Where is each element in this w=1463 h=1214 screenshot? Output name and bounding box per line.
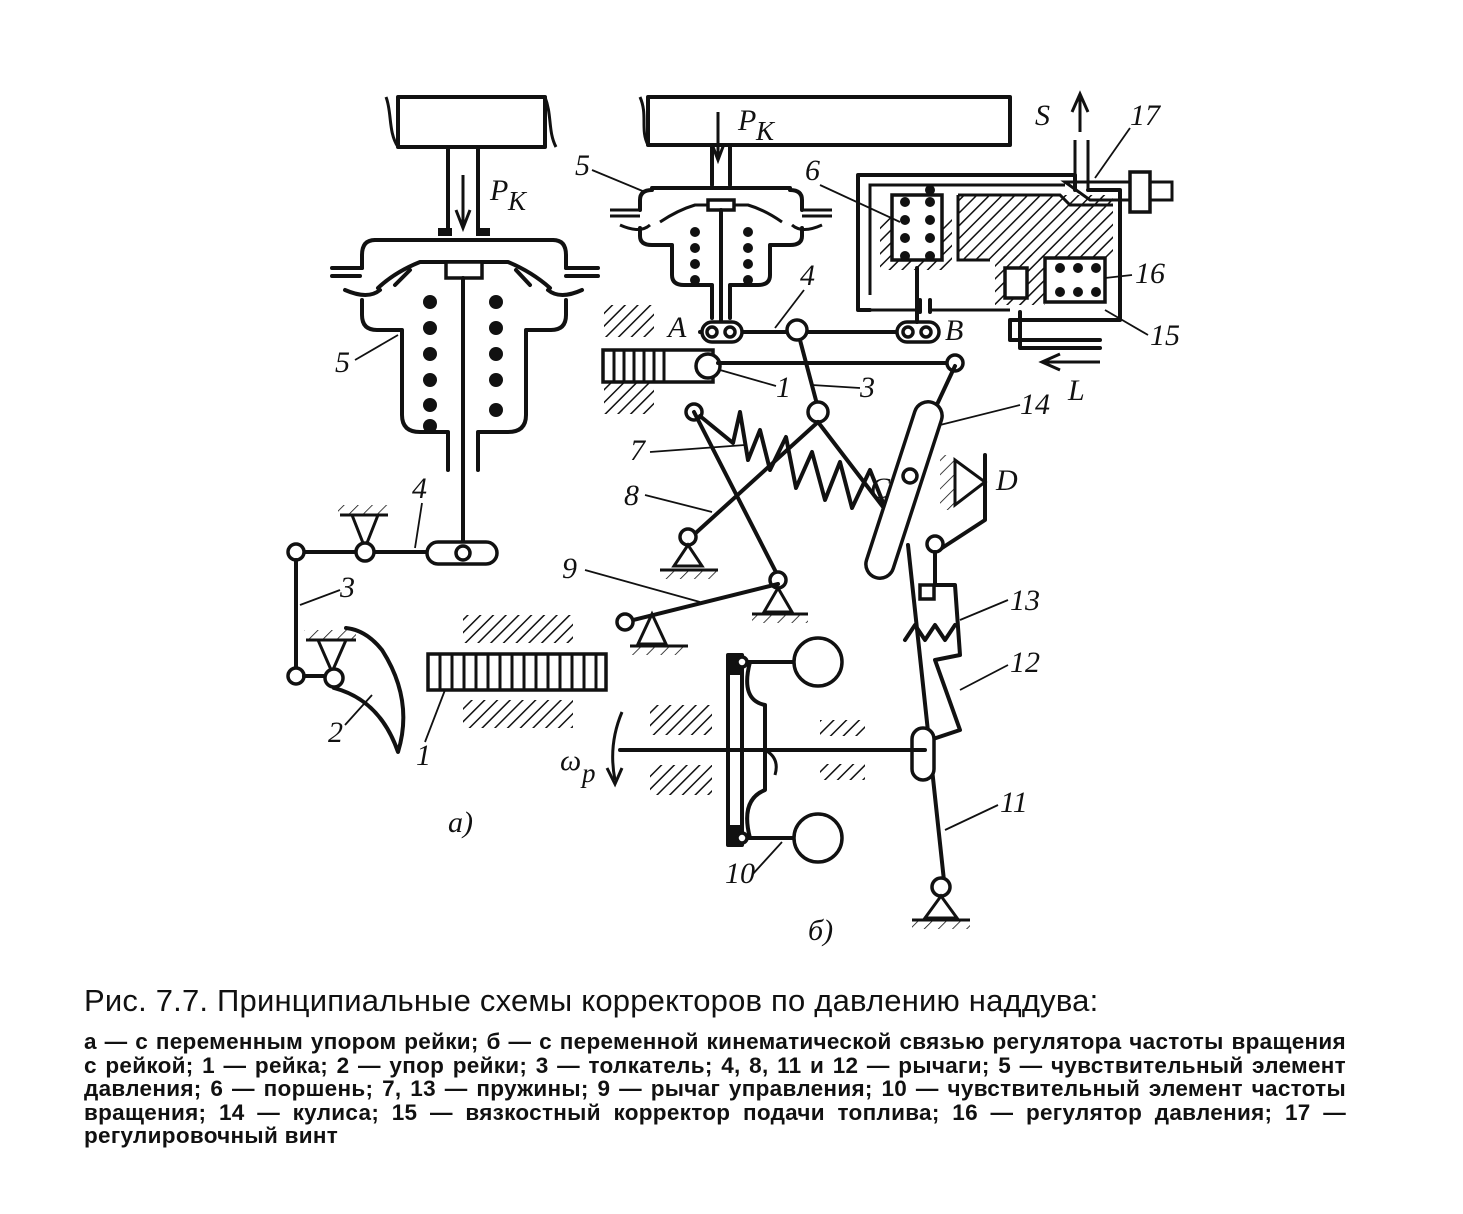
pusher-3-a: 3 bbox=[286, 558, 355, 686]
lever-4-a: 4 bbox=[286, 472, 499, 566]
label-1-b: 1 bbox=[776, 371, 791, 404]
omega-subscript: р bbox=[580, 758, 596, 788]
label-4-a: 4 bbox=[412, 472, 427, 505]
figure-caption: Рис. 7.7. Принципиальные схемы корректор… bbox=[84, 982, 1346, 1148]
label-13: 13 bbox=[1010, 584, 1040, 617]
label-7: 7 bbox=[630, 434, 647, 467]
label-B: B bbox=[945, 314, 963, 347]
label-15: 15 bbox=[1150, 319, 1180, 352]
label-14: 14 bbox=[1020, 388, 1050, 421]
label-S: S bbox=[1035, 99, 1050, 132]
spring-7: 7 bbox=[630, 402, 895, 522]
label-16: 16 bbox=[1135, 257, 1165, 290]
rack-1-a: 1 bbox=[416, 615, 608, 772]
label-4-b: 4 bbox=[800, 259, 815, 292]
label-17: 17 bbox=[1130, 99, 1162, 132]
link-14: 14 C bbox=[864, 364, 1050, 580]
piston-housing: 6 16 15 S 17 bbox=[805, 90, 1180, 407]
pressure-sensing-element-a: 5 bbox=[330, 238, 600, 557]
label-10: 10 bbox=[725, 857, 755, 890]
pressure-subscript-a: К bbox=[507, 186, 528, 216]
label-3-a: 3 bbox=[339, 571, 355, 604]
speed-sensing-element-10: 10 ω р bbox=[560, 636, 927, 890]
caption-body: а — с переменным упором рейки; б — с пер… bbox=[84, 1029, 1346, 1148]
label-A: A bbox=[666, 311, 687, 344]
levers-11-12-13: 13 12 11 bbox=[903, 534, 1040, 929]
label-D: D bbox=[995, 464, 1018, 497]
pressure-subscript-b: К bbox=[755, 116, 776, 146]
intake-manifold-b: Р К bbox=[638, 95, 1012, 187]
label-3-b: 3 bbox=[859, 371, 875, 404]
panel-label-a: а) bbox=[448, 806, 473, 839]
panel-b: Р К 5 A B bbox=[560, 90, 1180, 947]
label-5-a: 5 bbox=[335, 346, 350, 379]
pressure-label-b: Р bbox=[737, 104, 756, 137]
lever-9: 9 bbox=[562, 552, 808, 655]
regulator-16-spring bbox=[1055, 263, 1101, 297]
lever-4-b: A B 4 bbox=[666, 259, 963, 347]
intake-manifold-a bbox=[384, 95, 558, 236]
rack-teeth-a bbox=[438, 654, 598, 690]
pressure-label-a: Р bbox=[489, 174, 508, 207]
omega-label: ω bbox=[560, 744, 581, 777]
stop-D: D bbox=[940, 453, 1018, 550]
label-C: C bbox=[870, 472, 891, 505]
label-1-a: 1 bbox=[416, 739, 431, 772]
panel-a: Р К 5 bbox=[286, 95, 608, 839]
lever-8: 8 bbox=[624, 410, 820, 582]
spring-coils-b bbox=[690, 227, 753, 285]
pressure-sensing-element-b: 5 bbox=[575, 149, 832, 322]
pressure-arrow-a: Р К bbox=[454, 174, 528, 233]
piston-spring-6 bbox=[900, 185, 935, 261]
schematic-svg: Р К 5 bbox=[286, 90, 1180, 947]
label-8: 8 bbox=[624, 479, 639, 512]
panel-label-b: б) bbox=[808, 914, 833, 947]
label-9: 9 bbox=[562, 552, 577, 585]
label-5-b: 5 bbox=[575, 149, 590, 182]
rack-stop-2-a: 2 bbox=[304, 626, 406, 754]
caption-title: Рис. 7.7. Принципиальные схемы корректор… bbox=[84, 983, 1099, 1018]
rack-1-b: 1 bbox=[601, 305, 965, 414]
label-12: 12 bbox=[1010, 646, 1040, 679]
spring-coils-a bbox=[423, 295, 503, 433]
label-L: L bbox=[1067, 374, 1085, 407]
label-2-a: 2 bbox=[328, 716, 343, 749]
pusher-3-b: 3 bbox=[798, 338, 875, 424]
label-6: 6 bbox=[805, 154, 820, 187]
label-11: 11 bbox=[1000, 786, 1028, 819]
corrector-schematic-figure: Р К 5 bbox=[286, 90, 1180, 947]
